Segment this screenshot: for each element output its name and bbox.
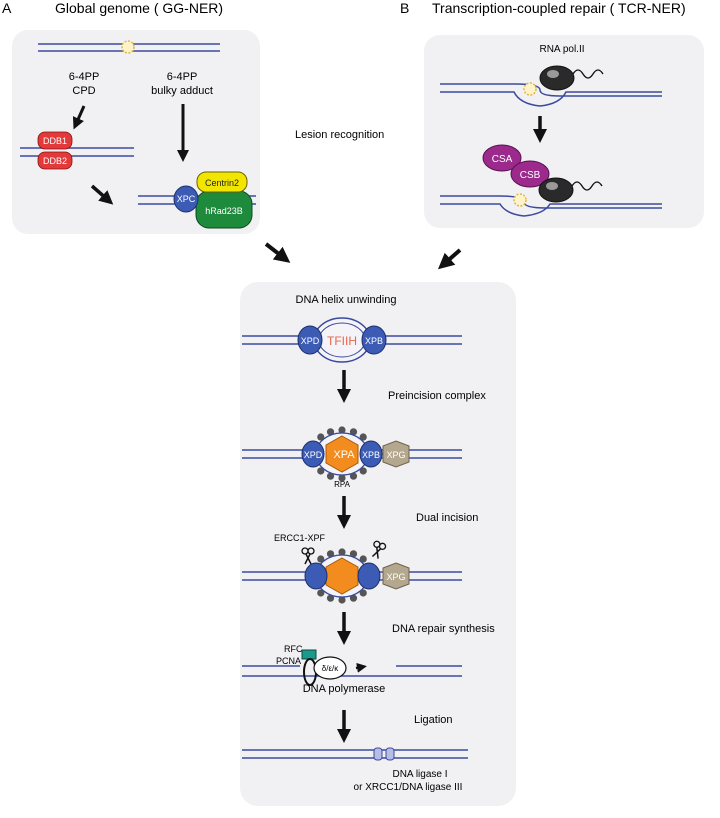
dna-duplex — [242, 749, 468, 759]
ercc1-xpf-label: ERCC1-XPF — [274, 533, 326, 543]
gg-left-label-2: CPD — [72, 85, 95, 97]
panel-b-title: Transcription-coupled repair ( TCR-NER) — [432, 0, 686, 16]
csb-protein: CSB — [510, 160, 550, 188]
rna-pol-ii — [538, 177, 603, 203]
rpa-bead — [338, 596, 346, 604]
gg-left-label-1: 6-4PP — [69, 71, 100, 83]
ddb1-protein: DDB1 — [37, 131, 73, 150]
rpa-bead — [359, 589, 367, 597]
panel-b-letter: B — [400, 0, 409, 16]
xpb-label: XPB — [365, 336, 383, 346]
ligase-label-2: or XRCC1/DNA ligase III — [354, 782, 463, 793]
ddb2-label: DDB2 — [43, 156, 67, 166]
xpc-protein: XPC — [173, 185, 199, 213]
xpg-protein: XPG — [382, 562, 410, 590]
xpg-label: XPG — [386, 450, 405, 460]
rpa-bead — [359, 555, 367, 563]
xpg-protein: XPG — [382, 440, 410, 468]
xpf-protein — [304, 562, 328, 590]
lesion-icon — [121, 40, 135, 54]
xpd-protein: XPD — [301, 440, 325, 468]
rpa-bead — [317, 433, 325, 441]
xpg-label: XPG — [386, 572, 405, 582]
csb-label: CSB — [520, 170, 541, 181]
centrin2-protein: Centrin2 — [196, 171, 248, 193]
rfc-protein — [301, 649, 317, 660]
centrin2-label: Centrin2 — [205, 178, 239, 188]
rfc-label: RFC — [284, 644, 303, 654]
rpa-label: RPA — [334, 480, 351, 489]
xpd-label: XPD — [301, 336, 320, 346]
arrow-icon — [355, 662, 367, 673]
panel-a-letter: A — [2, 0, 12, 16]
csa-protein: CSA — [482, 144, 522, 172]
ligated-patch — [373, 747, 395, 761]
xpb-protein: XPB — [359, 440, 383, 468]
rpa-bead — [349, 472, 358, 480]
ddb2-protein: DDB2 — [37, 151, 73, 170]
hrad23b-protein: hRad23B — [195, 190, 253, 229]
step-preincision: Preincision complex — [388, 390, 486, 402]
gg-right-label-2: bulky adduct — [151, 85, 213, 97]
rpa-bead — [349, 428, 358, 436]
tcr-top-dna — [440, 83, 662, 107]
pcna-label: PCNA — [276, 656, 301, 666]
arrow-icon — [90, 184, 114, 205]
rpa-bead — [349, 594, 358, 602]
gg-right-label-1: 6-4PP — [167, 71, 198, 83]
arrow-icon — [437, 248, 462, 270]
rpa-bead — [359, 467, 367, 475]
rpa-bead — [359, 433, 367, 441]
rpa-bead — [326, 472, 335, 480]
rpa-bead — [338, 474, 346, 482]
tfiih-label: TFIIH — [327, 334, 357, 348]
xpd-protein: XPD — [297, 325, 323, 355]
dna-polymerase: δ/ε/κ — [313, 656, 347, 680]
tfiih-complex: TFIIH — [313, 317, 371, 363]
ddb1-label: DDB1 — [43, 136, 67, 146]
step-ligation: Ligation — [414, 714, 453, 726]
xpb-label: XPB — [362, 450, 380, 460]
rpa-bead — [338, 426, 346, 434]
rpa-bead — [317, 589, 325, 597]
pol-symbol: δ/ε/κ — [322, 664, 339, 673]
rpa-bead — [326, 594, 335, 602]
step-synthesis: DNA repair synthesis — [392, 623, 495, 635]
rna-pol-ii — [539, 65, 604, 91]
xpc-label: XPC — [177, 194, 196, 204]
xpa-label: XPA — [333, 449, 355, 461]
xpa-protein — [325, 557, 359, 595]
xpa-protein: XPA — [325, 435, 359, 473]
lesion-icon — [523, 82, 537, 96]
arrow-icon — [264, 242, 291, 263]
lesion-recognition-label: Lesion recognition — [295, 129, 384, 141]
step-unwinding: DNA helix unwinding — [296, 294, 397, 306]
panel-a-title: Global genome ( GG-NER) — [55, 0, 223, 16]
rpa-bead — [349, 550, 358, 558]
ligase-label-1: DNA ligase I — [392, 769, 447, 780]
core-ner-panel — [240, 282, 516, 806]
rpa-bead — [338, 548, 346, 556]
xpb-protein: XPB — [361, 325, 387, 355]
xpd-label: XPD — [304, 450, 323, 460]
rpa-bead — [326, 428, 335, 436]
hrad23b-label: hRad23B — [205, 206, 243, 216]
dna-duplex — [242, 665, 462, 677]
arrow-icon — [72, 105, 86, 130]
step-dual: Dual incision — [416, 512, 478, 524]
rpa-bead — [326, 550, 335, 558]
csa-label: CSA — [492, 154, 513, 165]
dna-polymerase-label: DNA polymerase — [303, 683, 386, 695]
scissors-icon — [301, 547, 315, 565]
lesion-icon — [513, 193, 527, 207]
rpa-bead — [317, 467, 325, 475]
xpb-protein — [357, 562, 381, 590]
rpa-bead — [317, 555, 325, 563]
scissors-icon — [371, 540, 387, 559]
rna-pol-label: RNA pol.II — [539, 44, 584, 55]
